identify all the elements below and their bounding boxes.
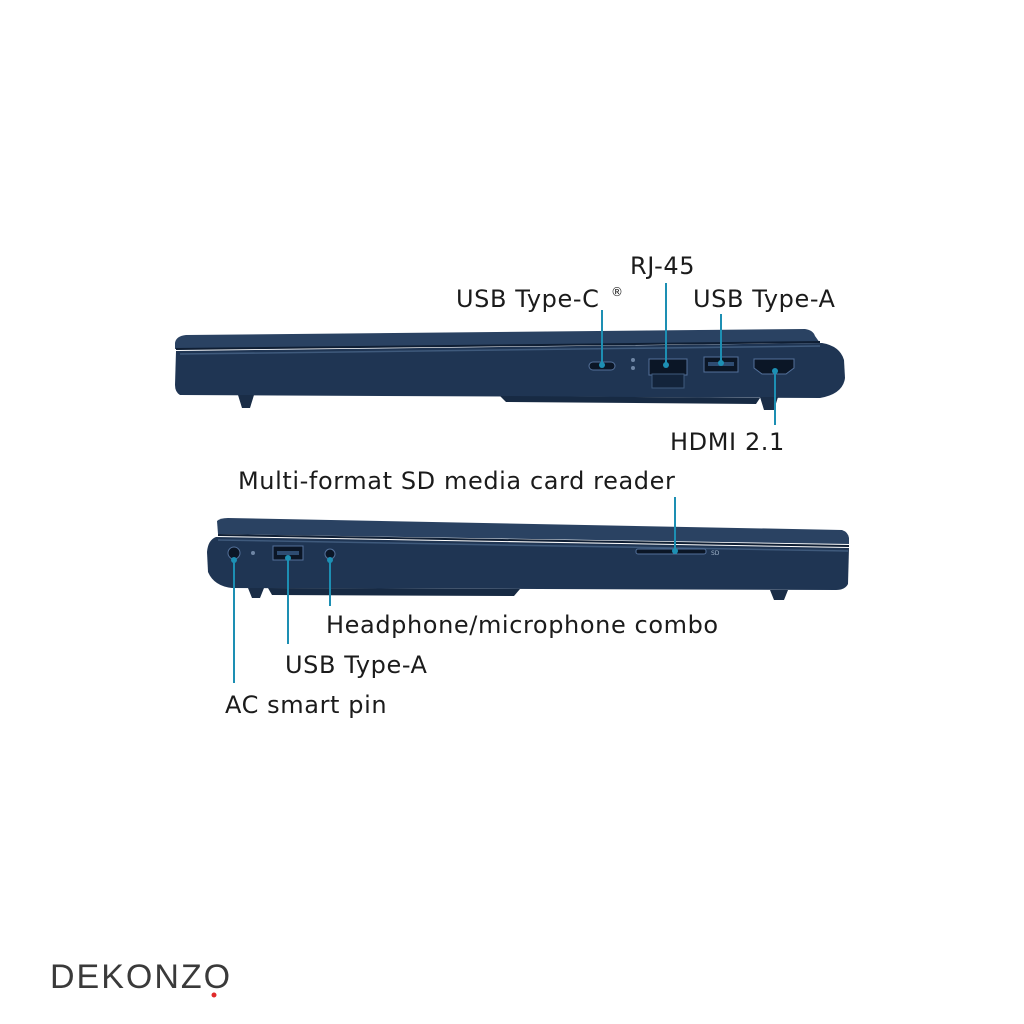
callout-dot — [718, 360, 724, 366]
label-usb-a-left: USB Type-A — [285, 651, 428, 679]
brand-logo: DEKONZO — [50, 958, 232, 998]
logo-accent-dot — [211, 992, 217, 998]
label-usb-c: USB Type-C — [456, 285, 599, 313]
usb-a-tongue — [277, 551, 299, 555]
label-ac-pin: AC smart pin — [225, 691, 387, 719]
laptop-lid — [217, 518, 849, 544]
laptop-foot — [238, 395, 254, 408]
label-hdmi: HDMI 2.1 — [670, 428, 785, 456]
callout-dot — [672, 548, 678, 554]
label-rj45: RJ-45 — [630, 252, 695, 280]
base-highlight — [179, 345, 821, 355]
laptop-foot — [770, 590, 788, 600]
laptop-foot — [760, 397, 778, 410]
callout-dot — [772, 368, 778, 374]
laptop-left-side-view: SD Multi-format SD media card reader Hea… — [207, 467, 850, 719]
label-sd-reader: Multi-format SD media card reader — [238, 467, 675, 495]
lid-seam — [175, 341, 821, 350]
status-led — [631, 358, 635, 362]
callout-dot — [663, 362, 669, 368]
status-led — [631, 366, 635, 370]
label-usb-a-right: USB Type-A — [693, 285, 836, 313]
sd-card-slot — [635, 548, 707, 555]
rj45-flap — [651, 373, 685, 389]
callout-dot — [285, 555, 291, 561]
laptop-foot — [248, 588, 264, 598]
bottom-rail — [500, 396, 760, 404]
hdmi-port — [753, 358, 795, 375]
label-audio-combo: Headphone/microphone combo — [326, 611, 719, 639]
callout-dot — [327, 557, 333, 563]
laptop-base — [175, 343, 845, 398]
sd-port-marking: SD — [711, 550, 720, 557]
label-usb-c-mark: ® — [611, 285, 623, 299]
laptop-right-side-view: USB Type-C ® RJ-45 USB Type-A HDMI 2.1 — [175, 252, 845, 456]
brand-logo-text: DEKONZO — [50, 958, 232, 996]
power-led — [251, 551, 255, 555]
lid-seam — [217, 534, 850, 547]
callout-dot — [599, 362, 605, 368]
callout-dot — [231, 557, 237, 563]
bottom-rail — [268, 588, 520, 596]
base-highlight — [217, 539, 849, 552]
